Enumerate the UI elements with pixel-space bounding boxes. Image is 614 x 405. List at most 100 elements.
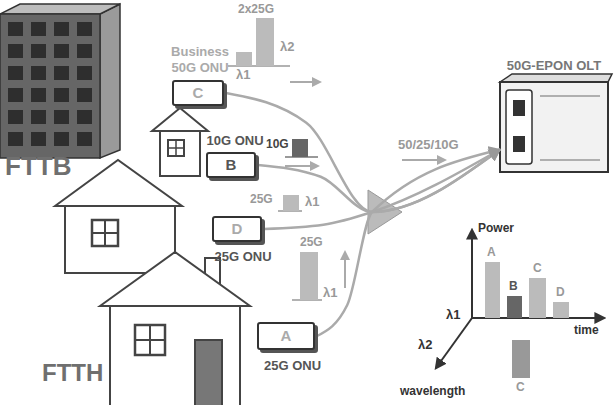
- window-cross: [168, 140, 184, 156]
- chart-bar: [553, 302, 569, 318]
- wavelength-label: λ1: [323, 286, 337, 300]
- direction-arrow: [402, 159, 445, 161]
- axis-label: time: [574, 324, 599, 337]
- building-roof: [0, 4, 120, 14]
- building-front: [0, 14, 100, 158]
- wavelength-label: λ2: [280, 40, 294, 54]
- onu-device: CBusiness 50G ONU: [172, 80, 224, 106]
- device-label: 10G ONU: [200, 133, 270, 149]
- onu-letter: A: [281, 328, 292, 345]
- direction-arrow: [285, 165, 318, 167]
- onu-letter: C: [193, 85, 204, 102]
- axis-label: λ2: [418, 338, 432, 352]
- house-roof: [55, 160, 182, 206]
- chart-bar: [507, 296, 522, 318]
- spectrum-bar: [236, 52, 252, 66]
- building-window: [8, 110, 23, 124]
- wavelength-axis: [436, 318, 472, 368]
- fiber-connector: [226, 93, 500, 212]
- building-window: [8, 22, 23, 36]
- building-window: [8, 44, 23, 58]
- spectrum-d: [278, 195, 302, 211]
- spectrum-bar: [283, 195, 299, 211]
- building-window: [31, 88, 46, 102]
- building-window: [54, 44, 69, 58]
- building-window: [54, 22, 69, 36]
- building-window: [77, 44, 92, 58]
- chart-bar: [485, 262, 500, 318]
- building-window: [8, 88, 23, 102]
- window-cross: [135, 325, 165, 355]
- fiber-connector: [317, 150, 500, 337]
- onu-device: D25G ONU: [212, 216, 262, 242]
- device-label: 50G-EPON OLT: [500, 58, 608, 74]
- building-window: [77, 110, 92, 124]
- olt-device: [500, 74, 612, 172]
- wavelength-label: λ1: [236, 68, 250, 82]
- building-window: [8, 66, 23, 80]
- rate-label: 2x25G: [238, 3, 274, 16]
- spectrum-bar: [256, 18, 274, 66]
- network-type: FTTB: [5, 152, 71, 181]
- window-cross: [92, 220, 118, 246]
- device-label: 25G ONU: [208, 249, 278, 265]
- building-window: [77, 132, 92, 146]
- olt-device: 50G-EPON OLT: [500, 82, 608, 172]
- olt-body: [500, 82, 608, 172]
- building-window: [54, 110, 69, 124]
- building-window: [77, 66, 92, 80]
- spectrum-c: [228, 18, 320, 82]
- wavelength-label: λ1: [305, 195, 319, 209]
- building-window: [54, 132, 69, 146]
- bar-label: D: [556, 286, 565, 299]
- power-time-chart: [436, 230, 604, 378]
- power-axis: [471, 230, 473, 318]
- direction-arrow: [344, 252, 346, 288]
- device-label: 25G ONU: [255, 358, 330, 374]
- bar-label: C: [533, 262, 542, 275]
- olt-top: [500, 74, 612, 82]
- building-window: [77, 22, 92, 36]
- spectrum-a: [292, 252, 345, 300]
- bar-label: A: [487, 246, 496, 259]
- house-window: [92, 220, 118, 246]
- bar-label: C: [516, 381, 525, 394]
- olt-panel: [506, 90, 532, 164]
- house-window: [135, 325, 165, 355]
- rate-label: 10G: [266, 138, 289, 151]
- axis-label: λ1: [446, 308, 460, 322]
- rate-label: 25G: [250, 193, 273, 206]
- axis-label: Power: [478, 222, 514, 235]
- building-window: [31, 22, 46, 36]
- rate-label: 50/25/10G: [398, 138, 459, 152]
- device-label: Business 50G ONU: [160, 44, 240, 75]
- spectrum-bar: [300, 252, 318, 300]
- building-window: [31, 132, 46, 146]
- house-small: [152, 108, 208, 176]
- building-window: [31, 110, 46, 124]
- house-roof: [152, 108, 208, 131]
- house-wall: [160, 130, 200, 176]
- rate-label: 25G: [300, 236, 323, 249]
- house-door: [195, 340, 222, 405]
- house-wall: [110, 305, 240, 405]
- building-window: [54, 66, 69, 80]
- onu-letter: B: [226, 157, 237, 174]
- bar-label: B: [509, 280, 518, 293]
- building-windows: [8, 22, 92, 146]
- onu-device: A25G ONU: [257, 322, 315, 350]
- house-medium: [55, 160, 182, 273]
- house-large: [100, 252, 250, 405]
- spectrum-b: [285, 139, 318, 166]
- chart-bar: [529, 278, 546, 318]
- building-window: [31, 44, 46, 58]
- olt-port: [513, 100, 525, 116]
- olt-detail: [540, 96, 600, 160]
- building-window: [77, 88, 92, 102]
- office-building: [0, 4, 120, 158]
- house-window: [168, 140, 184, 156]
- axis-label: wavelength: [400, 385, 465, 398]
- network-type: FTTH: [42, 360, 103, 386]
- building-window: [31, 66, 46, 80]
